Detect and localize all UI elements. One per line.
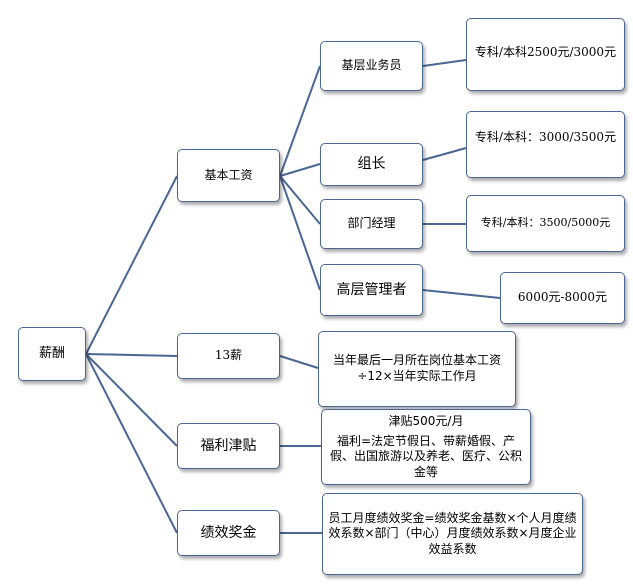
connector-root-basic-salary [85,175,178,355]
welfare-benefits-text: 福利=法定节假日、带薪婚假、产假、出国旅游以及养老、医疗、公积金等 [329,433,522,479]
bonus-detail: 员工月度绩效奖金=绩效奖金基数×个人月度绩效系数×部门（中心）月度绩效系数×月度… [322,493,583,575]
13th-salary-detail: 当年最后一月所在岗位基本工资÷12×当年实际工作月 [318,331,516,407]
connector-staff-detail [422,59,467,67]
branch-bonus-label: 绩效奖金 [200,524,257,541]
connector-root-bonus [85,353,178,534]
branch-13th-salary-label: 13薪 [214,348,243,363]
grade-team-lead-detail: 专科/本科：3000/3500元 [466,111,625,178]
connector-root-welfare [85,353,178,447]
grade-staff-label: 基层业务员 [341,58,402,73]
connector-basic-salary-team-lead [279,163,321,177]
grade-staff-detail-text: 专科/本科2500元/3000元 [474,45,617,59]
connector-basic-salary-staff [279,65,321,177]
grade-team-lead-detail-text: 专科/本科：3000/3500元 [474,130,617,144]
grade-staff: 基层业务员 [320,41,423,91]
grade-dept-manager-label: 部门经理 [347,216,396,231]
root-node: 薪酬 [18,327,86,381]
grade-team-lead-label: 组长 [357,156,386,173]
branch-basic-salary: 基本工资 [177,149,280,202]
grade-senior-manager: 高层管理者 [320,264,423,316]
connector-13th-salary-detail [279,355,319,369]
connector-basic-salary-dept-manager [279,175,321,225]
branch-welfare: 福利津贴 [177,423,280,469]
connector-team-lead-detail [422,147,467,161]
welfare-detail: 津贴500元/月 福利=法定节假日、带薪婚假、产假、出国旅游以及养老、医疗、公积… [321,409,531,485]
grade-senior-manager-label: 高层管理者 [336,281,407,298]
connector-root-13th-salary [85,353,178,357]
grade-dept-manager-detail: 专科/本科：3500/5000元 [466,195,625,252]
grade-team-lead: 组长 [320,143,423,186]
connector-basic-salary-senior-manager [279,175,321,291]
root-label: 薪酬 [38,345,65,361]
branch-bonus: 绩效奖金 [177,510,280,556]
connector-senior-manager-detail [422,289,501,299]
13th-salary-detail-text: 当年最后一月所在岗位基本工资÷12×当年实际工作月 [332,353,501,383]
branch-13th-salary: 13薪 [177,333,280,379]
welfare-allowance-text: 津贴500元/月 [388,414,464,428]
branch-basic-salary-label: 基本工资 [204,167,253,182]
grade-dept-manager-detail-text: 专科/本科：3500/5000元 [480,216,611,230]
grade-staff-detail: 专科/本科2500元/3000元 [466,18,625,91]
grade-senior-manager-detail-text: 6000元-8000元 [517,290,608,305]
grade-dept-manager: 部门经理 [320,199,423,249]
bonus-detail-text: 员工月度绩效奖金=绩效奖金基数×个人月度绩效系数×部门（中心）月度绩效系数×月度… [328,510,577,556]
grade-senior-manager-detail: 6000元-8000元 [500,272,625,324]
branch-welfare-label: 福利津贴 [200,437,257,454]
